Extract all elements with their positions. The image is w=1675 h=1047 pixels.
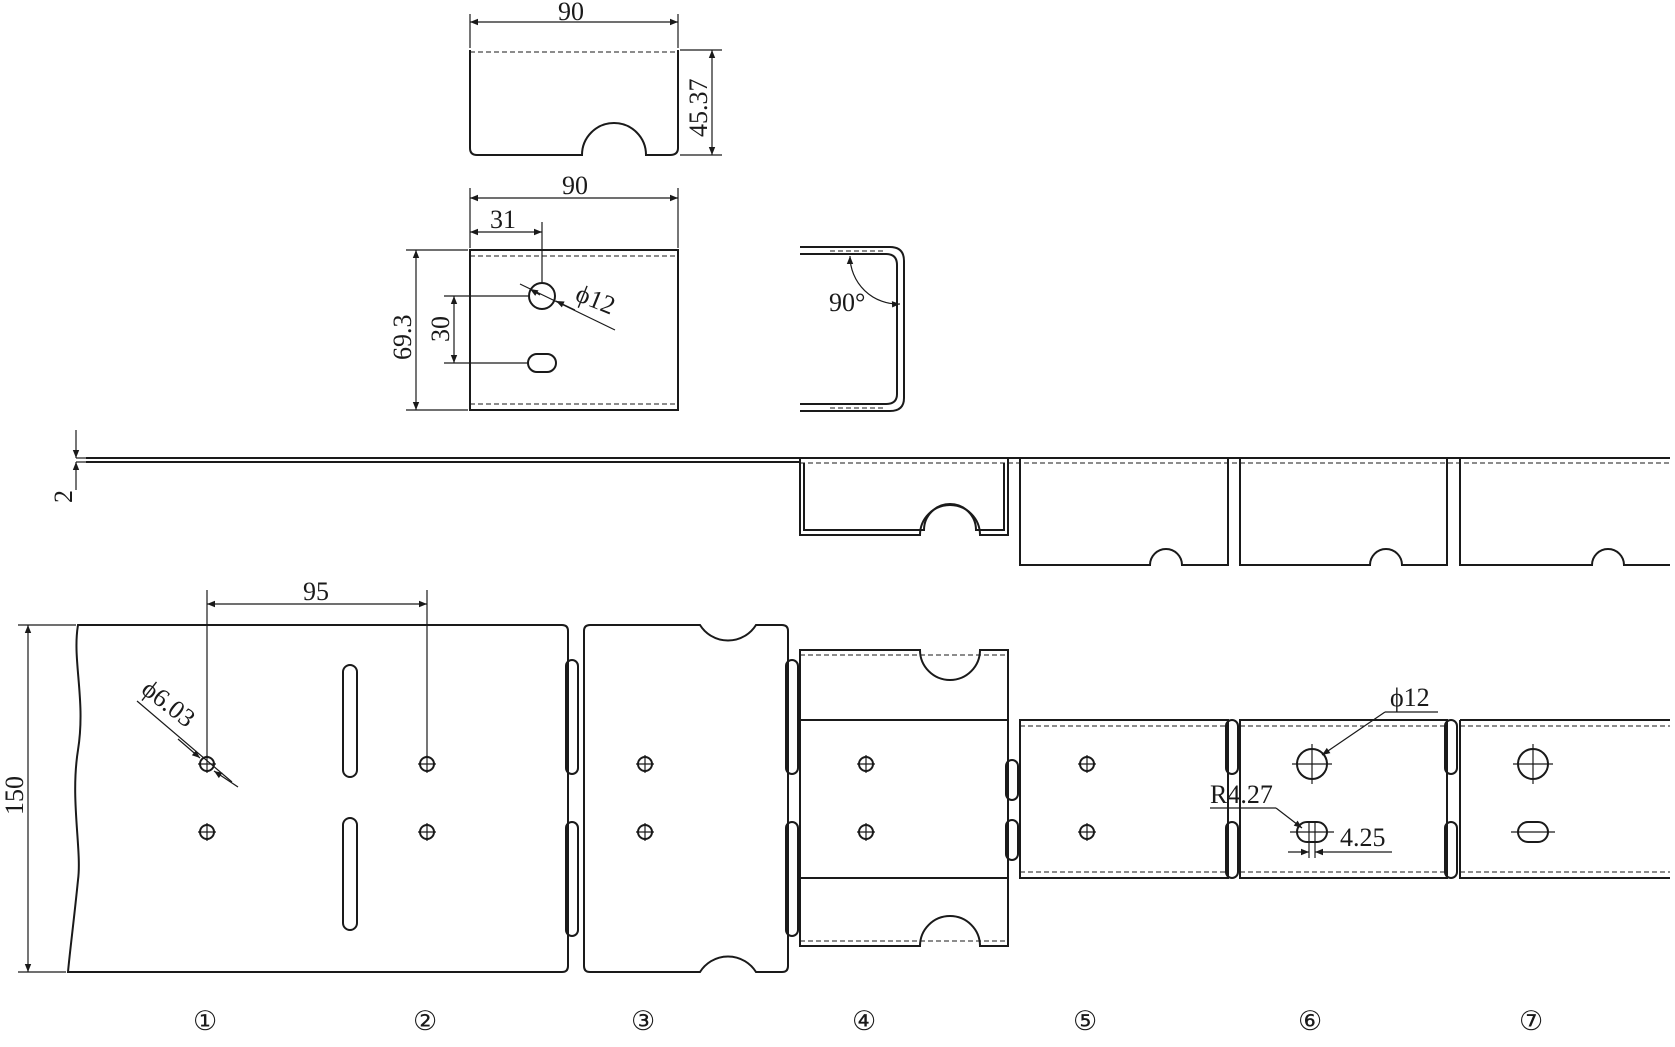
- station-number: ⑥: [1298, 1006, 1322, 1036]
- station-number: ④: [852, 1006, 876, 1036]
- station-label-4: ④: [852, 1006, 876, 1036]
- station-labels: ① ② ③ ④ ⑤ ⑥ ⑦: [193, 1006, 1543, 1036]
- dim-pitch: 95: [303, 577, 329, 606]
- dim-thickness: 2: [49, 490, 78, 503]
- dim-top-width: 90: [558, 0, 584, 26]
- dim-slot-radius: R4.27: [1210, 780, 1273, 809]
- dim-top-height: 45.37: [684, 79, 713, 138]
- dim-hole-offset: 31: [490, 205, 516, 234]
- dim-pilot-dia: ϕ6.03: [136, 674, 200, 733]
- dim-strip-width: 150: [0, 776, 29, 815]
- part-plan-view: 90 31 ϕ12 69.3 30: [388, 171, 679, 411]
- bend-profile-view: 90°: [800, 246, 905, 412]
- station-label-3: ③: [631, 1006, 655, 1036]
- dim-slot-length: 4.25: [1340, 823, 1386, 852]
- station-number: ②: [413, 1006, 437, 1036]
- station-number: ⑦: [1519, 1006, 1543, 1036]
- dim-hole-dia: ϕ12: [572, 279, 620, 321]
- dim-hole-dia-station6: ϕ12: [1390, 683, 1430, 712]
- dim-bend-angle: 90°: [829, 288, 865, 317]
- part-side-view: 90 45.37: [469, 0, 722, 156]
- station-label-2: ②: [413, 1006, 437, 1036]
- station-label-7: ⑦: [1519, 1006, 1543, 1036]
- strip-plan: 95 ϕ6.03 150: [0, 577, 1670, 973]
- dim-mid-width: 90: [562, 171, 588, 200]
- station-number: ①: [193, 1006, 217, 1036]
- dim-mid-height: 69.3: [388, 315, 417, 361]
- station-label-6: ⑥: [1298, 1006, 1322, 1036]
- strip-elevation: 2: [49, 430, 1670, 566]
- station-label-5: ⑤: [1073, 1006, 1097, 1036]
- station-number: ⑤: [1073, 1006, 1097, 1036]
- station-label-1: ①: [193, 1006, 217, 1036]
- station-number: ③: [631, 1006, 655, 1036]
- dim-slot-spacing: 30: [426, 316, 455, 342]
